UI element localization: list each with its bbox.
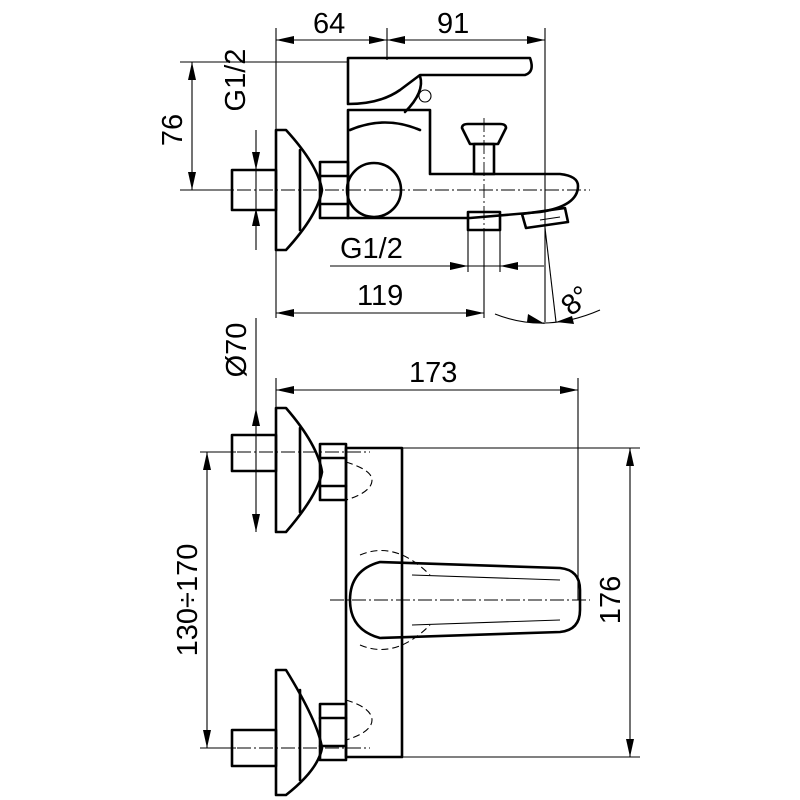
dim-angle-label: 8°	[555, 280, 597, 322]
dim-thread-inlet-label: G1/2	[220, 49, 252, 112]
dim-76-label: 76	[157, 114, 189, 146]
dim-line-centers	[203, 452, 211, 748]
dim-escutcheon-label: Ø70	[221, 323, 253, 378]
dim-176-label: 176	[595, 576, 627, 624]
dim-91-label: 91	[437, 8, 469, 40]
dim-line-64	[276, 36, 387, 44]
dim-line-thread-outlet	[330, 230, 544, 272]
dim-line-176	[626, 448, 634, 757]
lever-handle-side	[346, 56, 533, 114]
wall-escutcheon-top-upper	[230, 406, 348, 534]
wall-escutcheon-side	[274, 128, 324, 252]
dim-centers-label: 130÷170	[172, 544, 204, 657]
inlet-pipe-side	[230, 168, 278, 212]
dim-119-label: 119	[357, 280, 403, 312]
top-view: Ø70 173 130÷170 176	[172, 318, 640, 797]
dim-173-label: 173	[409, 357, 457, 389]
wall-escutcheon-top-lower	[230, 668, 348, 797]
mixer-body-top	[344, 446, 431, 759]
diverter-knob-side	[460, 122, 508, 176]
dim-line-119	[276, 309, 484, 317]
dim-line-91	[387, 36, 545, 44]
side-view: 64 91 76 G1/2	[157, 8, 601, 324]
dim-line-76	[188, 62, 196, 190]
aerator-side	[520, 206, 570, 230]
dim-thread-outlet-label: G1/2	[340, 233, 403, 265]
dim-line-173	[276, 386, 578, 394]
dim-64-label: 64	[313, 8, 345, 40]
dim-angle-8	[494, 227, 601, 324]
outlet-connector-side	[466, 210, 502, 232]
lever-handle-top	[348, 560, 582, 640]
